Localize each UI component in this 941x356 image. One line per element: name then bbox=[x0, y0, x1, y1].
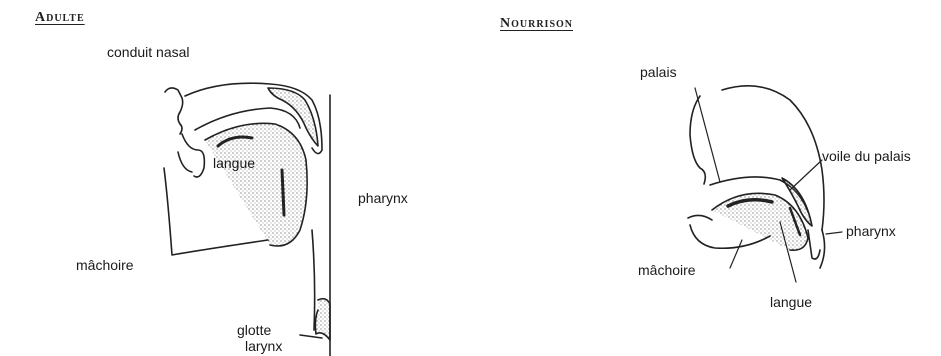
infant-label-palate: palais bbox=[640, 64, 677, 80]
infant-lips bbox=[688, 215, 712, 220]
infant-soft-palate-pointer bbox=[790, 160, 822, 190]
infant-nose-outline bbox=[690, 96, 705, 184]
infant-label-jaw: mâchoire bbox=[638, 262, 696, 278]
infant-palate-pointer bbox=[695, 88, 720, 182]
infant-pharynx-pointer bbox=[826, 232, 842, 234]
infant-label-soft-palate: voile du palais bbox=[822, 148, 911, 164]
infant-epiglottis bbox=[808, 230, 820, 259]
infant-jaw-pointer bbox=[730, 240, 742, 268]
infant-label-tongue: langue bbox=[770, 294, 812, 310]
infant-label-pharynx: pharynx bbox=[846, 223, 896, 239]
infant-pharynx-wall bbox=[820, 230, 825, 268]
